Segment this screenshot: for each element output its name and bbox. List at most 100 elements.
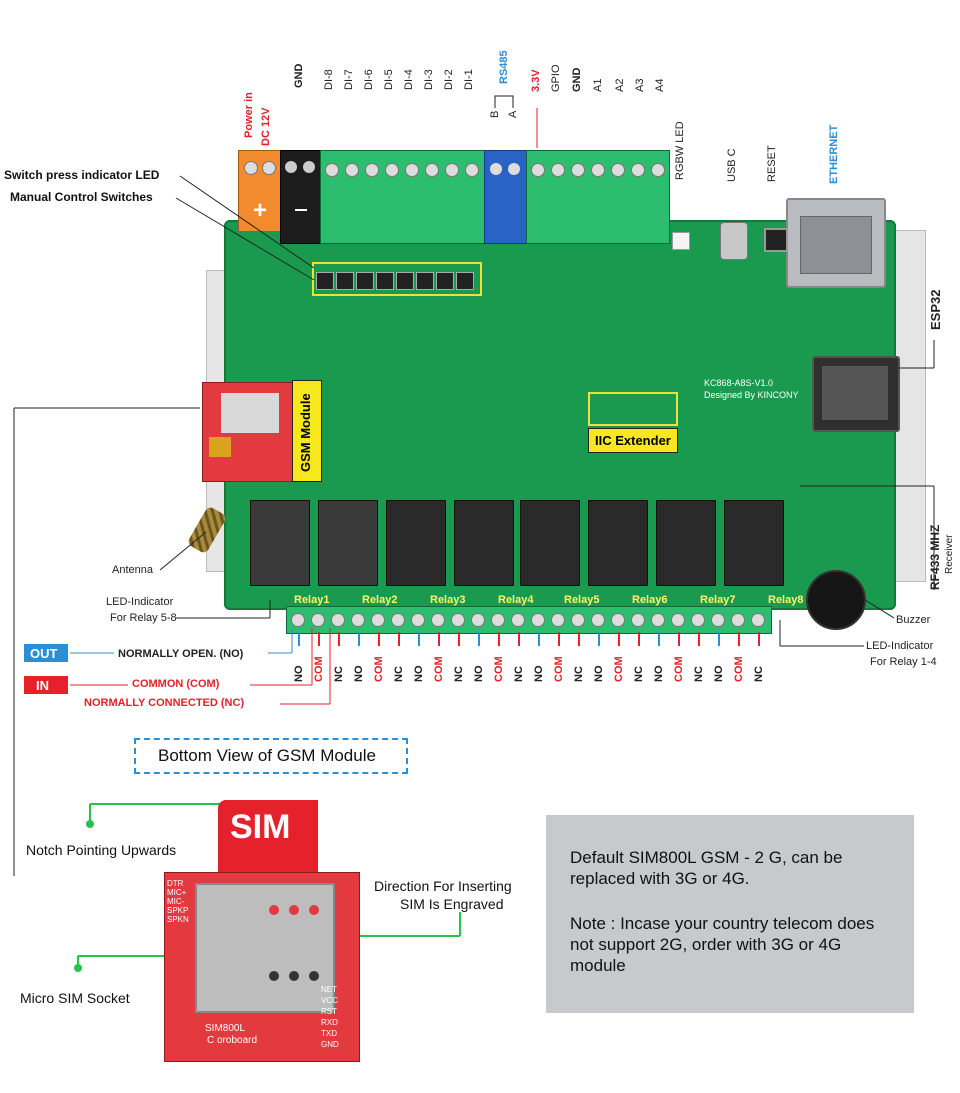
- gpio-terminal-block[interactable]: [526, 150, 670, 244]
- sim-card-text: SIM: [230, 808, 291, 846]
- pin-marker: [638, 632, 640, 646]
- legend-no: NORMALLY OPEN. (NO): [118, 648, 244, 660]
- sim-right-pin: GND: [321, 1040, 339, 1049]
- sim-right-pin: RXD: [321, 1018, 338, 1027]
- pin-marker: [378, 632, 380, 646]
- relay-screw[interactable]: [631, 613, 645, 627]
- manual-switch[interactable]: [436, 272, 454, 290]
- relay-screw[interactable]: [411, 613, 425, 627]
- pin-marker: [598, 632, 600, 646]
- in-tag: [24, 676, 68, 694]
- relay-screw[interactable]: [711, 613, 725, 627]
- relay-screw[interactable]: [371, 613, 385, 627]
- pin-marker: [318, 632, 320, 646]
- led-58-line1: LED-Indicator: [106, 596, 174, 608]
- di-screw[interactable]: [365, 163, 379, 177]
- antenna-label: Antenna: [112, 564, 153, 576]
- out-tag: [24, 644, 68, 662]
- manual-switch[interactable]: [316, 272, 334, 290]
- pin-marker: [658, 632, 660, 646]
- pin-marker: [538, 632, 540, 646]
- di-screw[interactable]: [445, 163, 459, 177]
- di-screw[interactable]: [405, 163, 419, 177]
- relay-screw[interactable]: [471, 613, 485, 627]
- relay-screw[interactable]: [431, 613, 445, 627]
- pin-marker: [458, 632, 460, 646]
- pin-marker: [758, 632, 760, 646]
- reset-button[interactable]: [764, 228, 788, 252]
- relay-terminal-block[interactable]: [286, 606, 772, 634]
- relay-screw[interactable]: [391, 613, 405, 627]
- gpio-screw[interactable]: [531, 163, 545, 177]
- relay-screw[interactable]: [571, 613, 585, 627]
- manual-switch[interactable]: [356, 272, 374, 290]
- pin-marker: [338, 632, 340, 646]
- gpio-screw[interactable]: [611, 163, 625, 177]
- relay-screw[interactable]: [291, 613, 305, 627]
- usb-c-port[interactable]: [720, 222, 748, 260]
- pin-marker: [698, 632, 700, 646]
- relay-screw[interactable]: [751, 613, 765, 627]
- pin-marker: [738, 632, 740, 646]
- buzzer-label: Buzzer: [896, 614, 931, 626]
- gpio-screw[interactable]: [551, 163, 565, 177]
- relay-screw[interactable]: [331, 613, 345, 627]
- di-screw[interactable]: [325, 163, 339, 177]
- manual-control-switches[interactable]: [316, 270, 478, 292]
- sim800l-sub: C oroboard: [207, 1035, 258, 1046]
- di-screw[interactable]: [345, 163, 359, 177]
- in-text: IN: [36, 678, 49, 693]
- out-text: OUT: [30, 646, 58, 661]
- relay-label: Relay8: [768, 594, 804, 606]
- pin-marker: [498, 632, 500, 646]
- relay-screw[interactable]: [311, 613, 325, 627]
- pin-marker: [438, 632, 440, 646]
- relay-screw[interactable]: [591, 613, 605, 627]
- gpio-screw[interactable]: [571, 163, 585, 177]
- gpio-screw[interactable]: [631, 163, 645, 177]
- relay-screw[interactable]: [651, 613, 665, 627]
- di-terminal-block[interactable]: [320, 150, 486, 244]
- relay-label: Relay1: [294, 594, 330, 606]
- manual-switch[interactable]: [336, 272, 354, 290]
- relay-screw[interactable]: [551, 613, 565, 627]
- di-screw[interactable]: [385, 163, 399, 177]
- relay-screw[interactable]: [491, 613, 505, 627]
- relay-screw[interactable]: [691, 613, 705, 627]
- sim-left-pin: MIC+: [167, 888, 187, 897]
- relay-screw[interactable]: [611, 613, 625, 627]
- di-screw[interactable]: [465, 163, 479, 177]
- relay-7: [656, 500, 716, 586]
- gpio-screw[interactable]: [651, 163, 665, 177]
- gpio-screw[interactable]: [591, 163, 605, 177]
- micro-sim-label: Micro SIM Socket: [20, 990, 130, 1006]
- board-model: KC868-A8S-V1.0: [704, 378, 774, 388]
- ethernet-port[interactable]: [786, 198, 886, 288]
- relay-screw[interactable]: [451, 613, 465, 627]
- manual-switch[interactable]: [416, 272, 434, 290]
- manual-switch[interactable]: [376, 272, 394, 290]
- pin-marker: [358, 632, 360, 646]
- pin-marker: [518, 632, 520, 646]
- pin-marker: [618, 632, 620, 646]
- relay-label: Relay3: [430, 594, 466, 606]
- info-p2: Note : Incase your country telecom does …: [570, 914, 875, 975]
- relay-screw[interactable]: [671, 613, 685, 627]
- relay-6: [588, 500, 648, 586]
- notch-label: Notch Pointing Upwards: [26, 842, 177, 858]
- led-14-line2: For Relay 1-4: [870, 656, 937, 668]
- relay-screw[interactable]: [731, 613, 745, 627]
- relay-5: [520, 500, 580, 586]
- relay-screw[interactable]: [511, 613, 525, 627]
- relay-label: Relay5: [564, 594, 600, 606]
- manual-switch[interactable]: [396, 272, 414, 290]
- bottom-view-title: Bottom View of GSM Module: [158, 746, 376, 765]
- di-screw[interactable]: [425, 163, 439, 177]
- iic-connector-box: [588, 392, 678, 426]
- manual-switch[interactable]: [456, 272, 474, 290]
- relay-screw[interactable]: [531, 613, 545, 627]
- relay-screw[interactable]: [351, 613, 365, 627]
- relay-2: [318, 500, 378, 586]
- info-panel: Default SIM800L GSM - 2 G, can be replac…: [546, 815, 914, 1013]
